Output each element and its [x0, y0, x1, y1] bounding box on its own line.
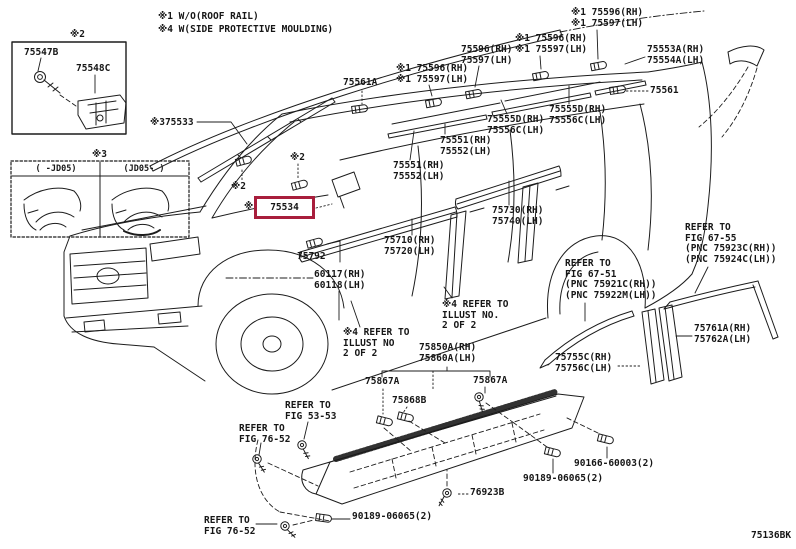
callout-75551-75552-b: 75551(RH) 75552(LH) — [393, 160, 445, 182]
callout-75561A: 75561A — [343, 77, 378, 88]
callout-60117-60118: 60117(RH) 60118(LH) — [314, 269, 366, 291]
asterisk2-callout-left: ※2 — [231, 181, 246, 192]
callout-75792: 75792 — [297, 251, 326, 262]
callout-75555D-75556C-b: 75555D(RH) 75556C(LH) — [487, 114, 545, 136]
note-refer-fig-76-52-b: REFER TO FIG 76-52 — [204, 515, 256, 537]
selected-part-callout-75534[interactable]: 75534 — [254, 196, 315, 219]
callout-75553A-75554A: 75553A(RH) 75554A(LH) — [647, 44, 705, 66]
diagram-code: 75136BK — [751, 530, 792, 541]
callout-75555D-75556C-a: 75555D(RH) 75556C(LH) — [549, 104, 607, 126]
inset2-header-left: ( -JD05) — [35, 164, 77, 174]
callout-75596-75597-c: ※1 75596(RH) ※1 75597(LH) — [515, 33, 588, 55]
inset2-tag: ※3 — [92, 149, 107, 160]
callout-75548C: 75548C — [76, 63, 111, 74]
note-refer-fig-76-52-a: REFER TO FIG 76-52 — [239, 423, 291, 445]
callout-75596-75597-a: ※1 75596(RH) ※1 75597(LH) — [396, 63, 469, 85]
legend-note-side-moulding: ※4 W(SIDE PROTECTIVE MOULDING) — [158, 24, 334, 35]
note-refer-fig-53-53: REFER TO FIG 53-53 — [285, 400, 337, 422]
inset2-header-right: (JD05- ) — [123, 164, 165, 174]
callout-76923B: 76923B — [470, 487, 505, 498]
callout-90166-60003: 90166-60003(2) — [574, 458, 655, 469]
inset1-tag: ※2 — [70, 29, 85, 40]
callout-75867A-left: 75867A — [365, 376, 400, 387]
callout-90189-06065-a: 90189-06065(2) — [352, 511, 433, 522]
callout-75710-75720: 75710(RH) 75720(LH) — [384, 235, 436, 257]
legend-note-roof-rail: ※1 W/O(ROOF RAIL) — [158, 11, 259, 22]
note-refer-fig-67-55: REFER TO FIG 67-55 (PNC 75923C(RH)) (PNC… — [685, 222, 777, 265]
callout-75730-75740: 75730(RH) 75740(LH) — [492, 205, 544, 227]
note-illust-2of2-left: ※4 REFER TO ILLUST NO 2 OF 2 — [343, 327, 410, 359]
callout-75551-75552-a: 75551(RH) 75552(LH) — [440, 135, 492, 157]
highlight-prefix: ※ — [244, 201, 254, 212]
callout-75547B: 75547B — [24, 47, 59, 58]
callout-75867A-right: 75867A — [473, 375, 508, 386]
callout-75850A-75860A: 75850A(RH) 75860A(LH) — [419, 342, 477, 364]
note-illust-2of2-right: ※4 REFER TO ILLUST NO. 2 OF 2 — [442, 299, 509, 331]
callout-75561: 75561 — [650, 85, 679, 96]
asterisk2-callout-right: ※2 — [290, 152, 305, 163]
note-refer-fig-67-51: REFER TO FIG 67-51 (PNC 75921C(RH)) (PNC… — [565, 258, 657, 301]
selected-part-number: 75534 — [270, 202, 299, 213]
callout-75761A-75762A: 75761A(RH) 75762A(LH) — [694, 323, 752, 345]
callout-75533: ※375533 — [150, 117, 194, 128]
callout-75755C-75756C: 75755C(RH) 75756C(LH) — [555, 352, 613, 374]
callout-75596-75597-b: 75596(RH) 75597(LH) — [461, 44, 513, 66]
callout-75868B: 75868B — [392, 395, 427, 406]
callout-75596-75597-d: ※1 75596(RH) ※1 75597(LH) — [571, 7, 644, 29]
callout-90189-06065-b: 90189-06065(2) — [523, 473, 604, 484]
